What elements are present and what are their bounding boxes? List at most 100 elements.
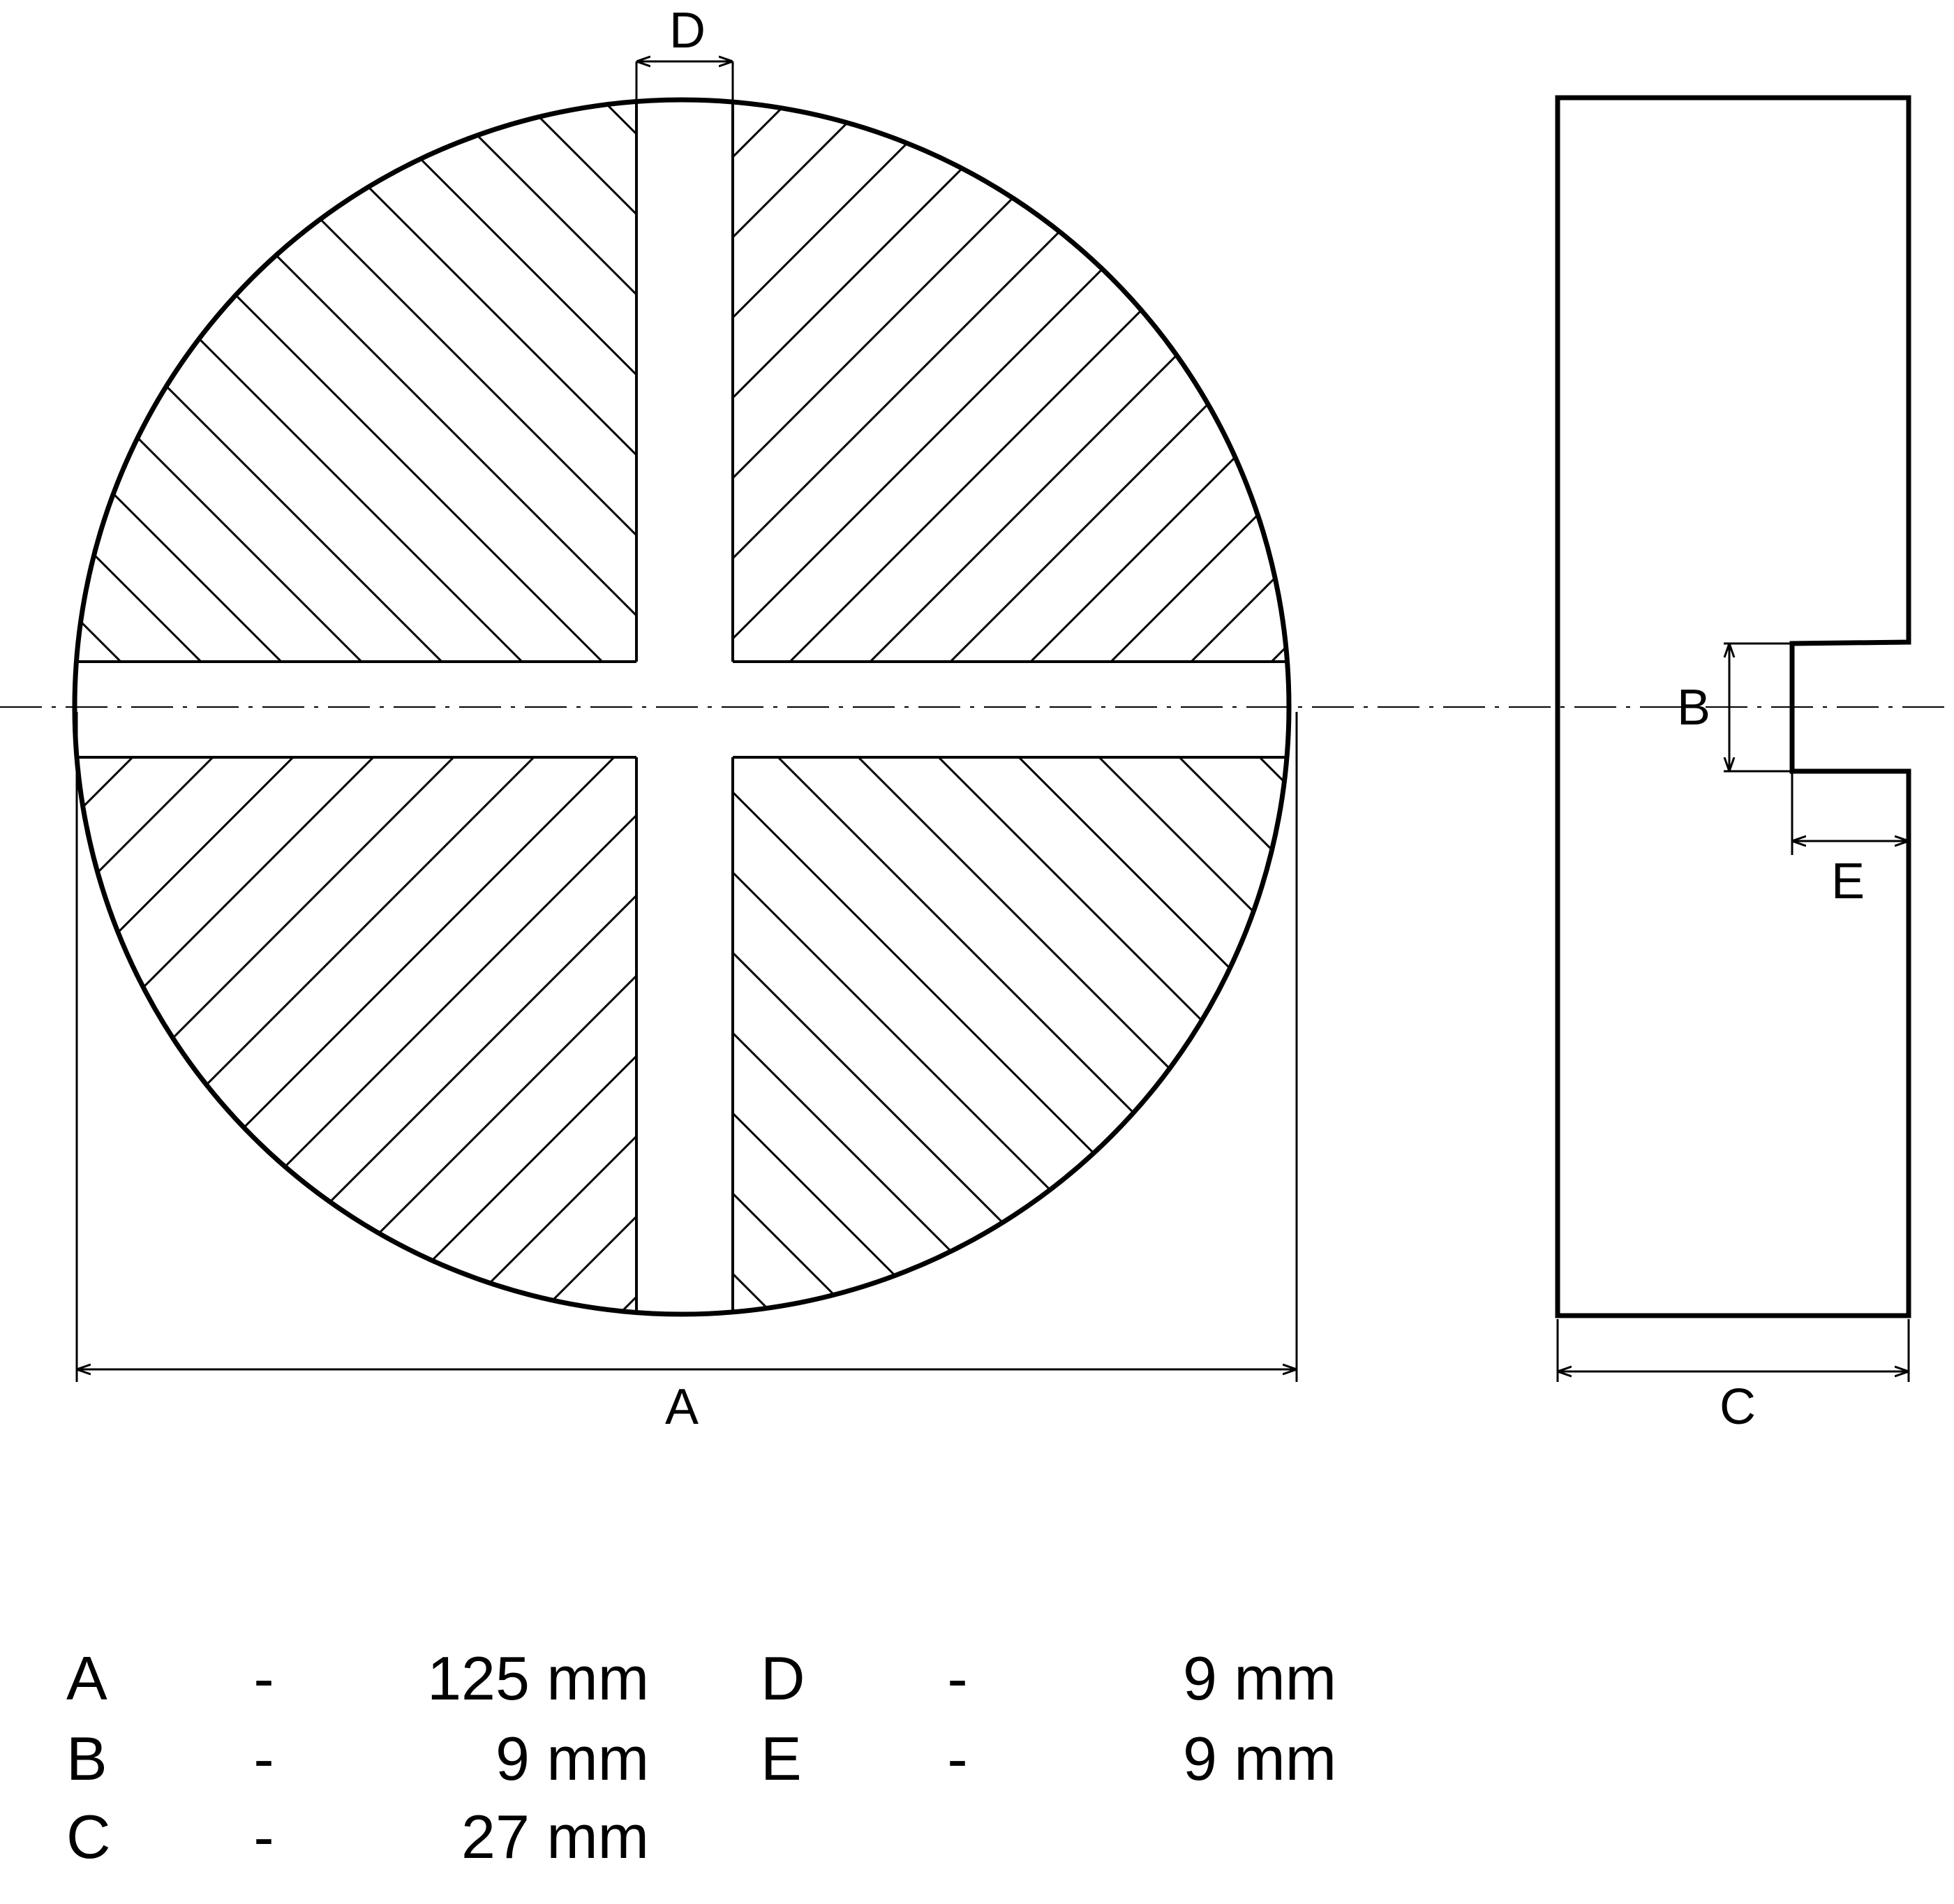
hatch-line xyxy=(1466,0,1954,1904)
label-e: E xyxy=(1831,854,1865,909)
hatch-line xyxy=(733,757,1289,1314)
hatch-line xyxy=(0,0,530,1904)
hatch-line xyxy=(581,100,636,662)
hatch-line xyxy=(75,100,636,662)
hatch-line xyxy=(100,100,636,662)
spec-value: 9 mm xyxy=(1183,1724,1336,1793)
hatch-line xyxy=(1706,0,1954,1904)
hatch-line xyxy=(1385,0,1954,1904)
hatch-line xyxy=(75,757,410,1314)
spec-table: A - 125 mm B - 9 mm C - 27 mm D - 9 mm E… xyxy=(66,1644,1336,1871)
hatch-line xyxy=(75,100,636,662)
spec-letter: A xyxy=(66,1644,107,1713)
dimension-e xyxy=(1791,771,1907,855)
hatch-line xyxy=(733,757,1289,1314)
hatch-line xyxy=(75,100,452,662)
spec-dash: - xyxy=(253,1644,274,1713)
hatch-line xyxy=(733,757,1289,1314)
hatch-line xyxy=(733,757,1289,1314)
hatch-line xyxy=(733,100,1289,662)
hatch-line xyxy=(75,757,636,1314)
hatch-line xyxy=(75,100,636,662)
hatch-line xyxy=(733,757,1289,1314)
hatch-line xyxy=(733,757,1289,1314)
spec-value: 9 mm xyxy=(495,1724,649,1793)
hatch-line xyxy=(733,100,1212,662)
hatch-line xyxy=(75,100,636,662)
hatch-line xyxy=(1223,757,1289,1314)
spec-dash: - xyxy=(253,1802,274,1871)
dimension-d xyxy=(635,61,734,103)
spec-row-e: E - 9 mm xyxy=(761,1724,1336,1793)
spec-value: 27 mm xyxy=(461,1802,649,1871)
hatch-line xyxy=(733,100,891,662)
hatch-line xyxy=(733,100,1289,662)
hatch-line xyxy=(663,0,1954,1904)
hatch-line xyxy=(0,0,450,1904)
hatch-line xyxy=(1144,0,1954,1904)
hatch-line xyxy=(1305,0,1954,1904)
hatch-line xyxy=(0,0,129,1904)
spec-dash: - xyxy=(947,1724,967,1793)
hatch-line xyxy=(733,757,1289,1314)
hatch-line xyxy=(75,100,636,662)
hatch-line xyxy=(822,757,1289,1314)
groove-outlines xyxy=(75,100,1289,1314)
hatch-line xyxy=(0,0,370,1904)
hatch-line xyxy=(1706,0,1954,1904)
hatch-line xyxy=(75,757,169,1314)
dimension-c xyxy=(1556,1319,1910,1382)
label-c: C xyxy=(1720,1379,1756,1435)
hatch-line xyxy=(733,757,1013,1314)
spec-value: 9 mm xyxy=(1183,1644,1336,1713)
hatch-line xyxy=(75,757,636,1314)
hatch-line xyxy=(75,757,636,1314)
hatch-line xyxy=(501,100,636,662)
hatch-line xyxy=(733,100,1289,662)
hatch-line xyxy=(0,0,49,1904)
hatch-line xyxy=(1305,0,1954,1904)
hatch-line xyxy=(1143,757,1289,1314)
hatch-line xyxy=(1947,0,1954,1904)
hatch-line xyxy=(0,0,7,1904)
hatch-line xyxy=(75,757,329,1314)
hatch-line xyxy=(0,0,569,1904)
label-a: A xyxy=(665,1379,699,1435)
hatch-line xyxy=(984,0,1954,1904)
hatch-line xyxy=(0,0,408,1904)
hatch-line xyxy=(0,0,328,1904)
hatch-line xyxy=(0,0,87,1904)
hatch-line xyxy=(733,100,811,662)
dimension-b xyxy=(1724,642,1792,773)
hatch-line xyxy=(733,757,1289,1314)
hatch-line xyxy=(0,0,729,1904)
hatch-line xyxy=(733,757,1174,1314)
hatch-line xyxy=(1063,757,1289,1314)
spec-value: 125 mm xyxy=(427,1644,649,1713)
hatch-line xyxy=(0,0,167,1904)
hatch-line xyxy=(1947,0,1954,1904)
hatch-line xyxy=(1385,0,1954,1904)
spec-letter: D xyxy=(761,1644,805,1713)
spec-dash: - xyxy=(253,1724,274,1793)
hatch-line xyxy=(421,100,636,662)
hatch-line xyxy=(75,100,130,662)
hatch-line xyxy=(138,757,636,1314)
hatch-line xyxy=(733,100,1132,662)
hatch-line xyxy=(983,757,1289,1314)
hatch-line xyxy=(1466,0,1954,1904)
spec-row-c: C - 27 mm xyxy=(66,1802,649,1871)
hatch-line xyxy=(75,100,636,662)
hatch-line xyxy=(75,100,636,662)
hatch-line xyxy=(75,757,636,1314)
spec-letter: C xyxy=(66,1802,111,1871)
hatch-line xyxy=(75,757,636,1314)
hatch-line xyxy=(904,0,1954,1904)
hatch-line xyxy=(733,757,1289,1314)
spec-row-d: D - 9 mm xyxy=(761,1644,1336,1713)
spec-letter: E xyxy=(761,1724,802,1793)
spec-dash: - xyxy=(947,1644,967,1713)
